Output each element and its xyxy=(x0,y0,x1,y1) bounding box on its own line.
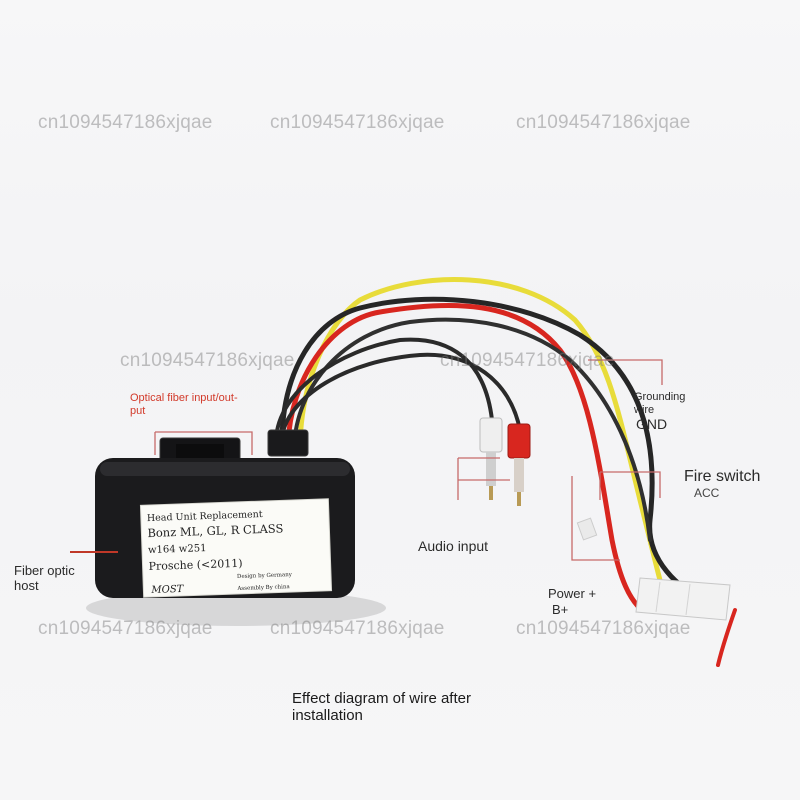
sticker-line4: Prosche (<2011) xyxy=(148,557,242,573)
fiber-optic-host-label: Fiber optic host xyxy=(14,563,75,593)
sticker-line5: Design by Germany xyxy=(237,572,293,580)
wire-red-long xyxy=(285,302,645,613)
rca-tip-white xyxy=(486,452,496,486)
device-shadow xyxy=(86,590,386,626)
fiber-optic-host-line2: host xyxy=(14,578,39,593)
acc-label: ACC xyxy=(694,486,720,500)
leader-power xyxy=(571,476,620,561)
grounding-label-line2: wire xyxy=(634,404,655,416)
wire-black-audio xyxy=(274,337,494,442)
sticker-line3: w164 w251 xyxy=(148,543,207,556)
wire-black-audio2 xyxy=(279,352,522,444)
leader-grounding xyxy=(588,359,663,385)
caption-line1: Effect diagram of wire after xyxy=(292,690,471,707)
watermark-4: cn1094547186xjqae xyxy=(120,350,295,371)
sticker-line6: MOST xyxy=(150,584,185,596)
watermark-2: cn1094547186xjqae xyxy=(270,112,445,133)
watermark-8: cn1094547186xjqae xyxy=(516,618,691,639)
device-sticker xyxy=(139,498,333,598)
device-box: Head Unit Replacement Bonz ML, GL, R CLA… xyxy=(95,458,355,598)
audio-input-label: Audio input xyxy=(418,538,489,554)
rca-plugs xyxy=(479,417,531,506)
rca-tip-red xyxy=(514,458,524,492)
fiber-optic-host-line1: Fiber optic xyxy=(14,563,75,578)
caption: Effect diagram of wire after installatio… xyxy=(292,690,471,724)
watermark-5: cn1094547186xjqae xyxy=(440,350,615,371)
wire-yellow xyxy=(297,277,671,613)
rca-pin-white xyxy=(489,486,493,500)
b-plus-label: B+ xyxy=(552,602,569,617)
wire-red-tail xyxy=(716,608,737,667)
rca-plug-white xyxy=(479,417,503,453)
sticker-line1: Head Unit Replacement xyxy=(147,509,263,524)
watermark-3: cn1094547186xjqae xyxy=(516,112,691,133)
gnd-label: GND xyxy=(636,416,668,432)
optical-fiber-label-line1: Optical fiber input/out- xyxy=(130,392,238,404)
leader-optical xyxy=(154,431,253,455)
optical-fiber-label-line2: put xyxy=(130,405,146,417)
power-label: Power + xyxy=(548,586,597,601)
annotation-lines xyxy=(70,359,663,561)
leader-fire-switch xyxy=(599,471,661,500)
sticker-line7: Assembly By china xyxy=(236,584,290,592)
grounding-wire-label: Grounding wire xyxy=(634,391,685,417)
wire-harness xyxy=(274,277,737,667)
optical-fiber-label: Optical fiber input/out- put xyxy=(130,392,238,418)
watermark-1: cn1094547186xjqae xyxy=(38,112,213,133)
watermark-6: cn1094547186xjqae xyxy=(38,618,213,639)
caption-line2: installation xyxy=(292,707,363,724)
grounding-label-line1: Grounding xyxy=(634,391,686,403)
rca-plug-red xyxy=(507,423,531,459)
rca-pin-red xyxy=(517,492,521,506)
sticker-line2: Bonz ML, GL, R CLASS xyxy=(147,521,283,540)
watermark-7: cn1094547186xjqae xyxy=(270,618,445,639)
fire-switch-label: Fire switch xyxy=(684,468,761,485)
wire-connector xyxy=(267,429,309,457)
connector-latch xyxy=(576,517,598,541)
power-connector-body xyxy=(635,577,731,621)
power-connector xyxy=(576,517,731,621)
leader-audio xyxy=(457,457,510,500)
